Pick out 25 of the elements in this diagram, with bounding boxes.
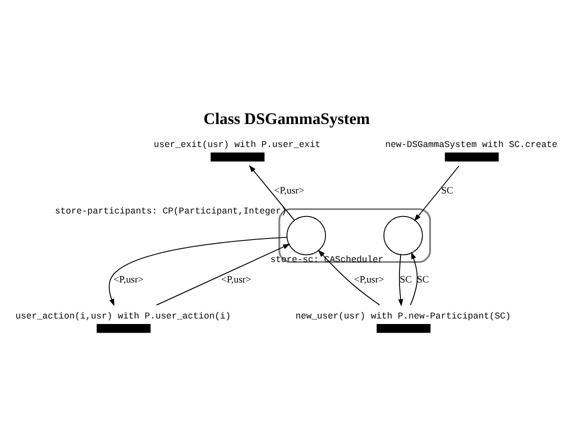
edge-label: <P,usr> [354,274,384,286]
arrow [108,236,288,306]
node-label: new_user(usr) with P.new-Participant(SC) [295,312,511,322]
edge-label: SC [400,274,412,286]
diagram-title: Class DSGammaSystem [203,111,370,128]
edge-label: <P,usr> [114,274,144,286]
edge-label: SC [416,274,429,286]
node-label: user_action(i,usr) with P.user_action(i) [16,312,231,322]
arrow [248,165,295,221]
node-bar [444,152,499,162]
node-label: new-DSGammaSystem with SC.create [385,140,558,150]
edge-label: <P,usr> [274,186,304,197]
node-circle [383,216,423,256]
node-circle [286,216,326,256]
node-bar [376,324,431,333]
edge-label: <P,usr> [221,274,252,286]
node-bar [210,152,265,162]
node-bar [96,324,151,333]
arrow [410,252,418,306]
arrow [414,166,460,222]
arrow [156,244,290,306]
edge-label: SC [441,186,454,197]
node-label: store-participants: CP(Participant,Integer) [55,206,286,217]
arrow [398,254,404,306]
node-label: user_exit(usr) with P.user_exit [154,140,321,150]
